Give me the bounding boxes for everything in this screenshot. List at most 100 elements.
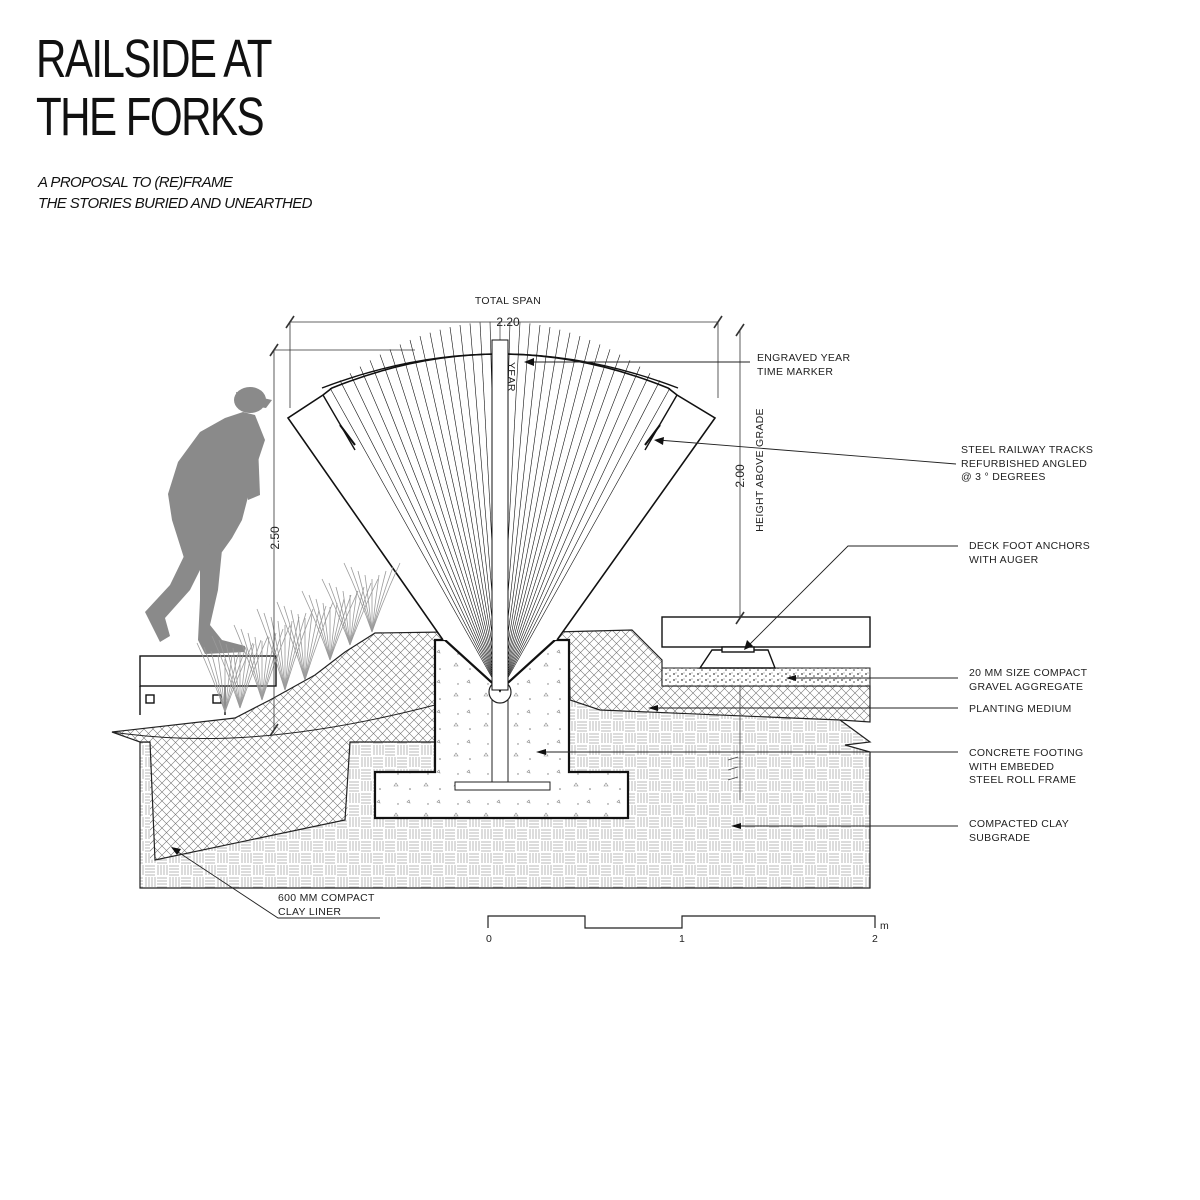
fan-ray xyxy=(499,360,631,693)
fan-ray xyxy=(499,329,561,693)
fan-ray xyxy=(499,373,651,693)
title-line-2: THE FORKS xyxy=(36,87,265,147)
grass-blade xyxy=(276,601,306,681)
grass-blade xyxy=(254,636,263,701)
right-rail-bar xyxy=(644,394,678,451)
subtitle-line-2: THE STORIES BURIED AND UNEARTHED xyxy=(38,195,313,212)
grass-blade xyxy=(261,628,284,701)
grass-blade xyxy=(203,646,226,713)
grass-blade xyxy=(233,624,263,701)
fan-ray xyxy=(439,329,501,693)
auger-line xyxy=(727,686,741,800)
callout-footing-1: CONCRETE FOOTING xyxy=(969,747,1083,759)
fan-ray xyxy=(389,349,501,693)
pedestrian-silhouette xyxy=(145,387,272,654)
grass-blade xyxy=(211,635,241,709)
total-span-label: TOTAL SPAN xyxy=(475,295,541,307)
title-line-1: RAILSIDE AT xyxy=(36,29,272,89)
callout-labels: ENGRAVED YEAR TIME MARKER STEEL RAILWAY … xyxy=(278,352,1093,918)
subtitle: A PROPOSAL TO (RE)FRAME THE STORIES BURI… xyxy=(38,172,313,214)
height-left-value: 2.50 xyxy=(268,526,282,550)
grass-blade xyxy=(240,628,263,701)
callout-footing-2: WITH EMBEDED xyxy=(969,761,1054,773)
scale-tick-1: 1 xyxy=(679,933,685,945)
right-deck xyxy=(661,616,871,669)
callout-subgrade-2: SUBGRADE xyxy=(969,832,1030,844)
grass-blade xyxy=(329,594,352,661)
fan-ray xyxy=(329,387,501,693)
grass-blade xyxy=(283,605,306,681)
grass-blade xyxy=(284,612,307,691)
grass-blade xyxy=(371,562,401,633)
grass-blade xyxy=(350,566,373,633)
total-span-value: 2.20 xyxy=(496,315,520,329)
grass-blade xyxy=(301,590,331,661)
grass-blade xyxy=(224,654,233,713)
callout-arrowheads xyxy=(171,358,796,855)
fan-ray xyxy=(379,354,501,693)
grass-blade xyxy=(210,650,226,713)
grass-blade xyxy=(357,570,373,633)
grass-blade xyxy=(261,632,277,701)
railway-fan-sculpture xyxy=(286,321,717,693)
fan-ray xyxy=(359,366,501,693)
grass-blade xyxy=(290,609,306,681)
rail-notches xyxy=(339,424,661,446)
grass-blade xyxy=(263,612,286,691)
fan-ray xyxy=(429,332,501,693)
grass-blade xyxy=(328,582,351,646)
year-label: YEAR xyxy=(505,362,517,392)
grass-blade xyxy=(256,608,286,691)
callout-planting: PLANTING MEDIUM xyxy=(969,703,1072,715)
scale-tick-0: 0 xyxy=(486,933,492,945)
grass-blade xyxy=(349,586,365,646)
grass-blade xyxy=(329,590,359,661)
grass-blade xyxy=(284,608,314,691)
subtitle-line-1: A PROPOSAL TO (RE)FRAME xyxy=(38,174,233,191)
grass-blade xyxy=(284,620,293,691)
fan-ray xyxy=(499,336,581,693)
page-title: RAILSIDE AT THE FORKS xyxy=(36,29,272,147)
grass-blade xyxy=(261,624,291,701)
grass-blade xyxy=(239,635,269,709)
height-right-label: HEIGHT ABOVE GRADE xyxy=(754,408,766,532)
fan-ray xyxy=(499,344,601,693)
grass-blade xyxy=(335,586,351,646)
grass-blade xyxy=(277,620,286,691)
grass-blade xyxy=(343,562,373,633)
fan-ray xyxy=(419,336,501,693)
callout-footing-3: STEEL ROLL FRAME xyxy=(969,774,1076,786)
callout-anchors-2: WITH AUGER xyxy=(969,554,1039,566)
grass-blade xyxy=(284,616,300,691)
grass-blade xyxy=(224,646,247,713)
grass-planting xyxy=(196,562,401,713)
grass-blade xyxy=(321,578,351,646)
gravel-aggregate xyxy=(661,667,871,687)
grass-blade xyxy=(371,574,380,633)
callout-liner-2: CLAY LINER xyxy=(278,906,341,918)
grass-blade xyxy=(371,570,387,633)
grass-blade xyxy=(224,642,254,713)
fan-ray xyxy=(499,366,641,693)
callout-engraved-2: TIME MARKER xyxy=(757,366,833,378)
height-right-value: 2.00 xyxy=(733,464,747,488)
grass-blade xyxy=(239,639,262,709)
scale-unit: m xyxy=(880,920,889,932)
grass-blade xyxy=(322,602,331,661)
grass-blade xyxy=(239,643,255,709)
grass-blade xyxy=(349,590,358,646)
grass-blade xyxy=(261,636,270,701)
callout-anchors-1: DECK FOOT ANCHORS xyxy=(969,540,1090,552)
grass-blade xyxy=(217,654,226,713)
callout-tracks-1: STEEL RAILWAY TRACKS xyxy=(961,444,1093,456)
fan-ray xyxy=(499,380,661,693)
grass-blade xyxy=(329,602,338,661)
ground-section xyxy=(111,629,872,889)
grass-blade xyxy=(239,647,248,709)
fan-ray xyxy=(499,349,611,693)
grass-blade xyxy=(364,574,373,633)
callout-tracks-2: REFURBISHED ANGLED xyxy=(961,458,1087,470)
grass-blade xyxy=(232,647,241,709)
grass-blade xyxy=(304,605,327,681)
